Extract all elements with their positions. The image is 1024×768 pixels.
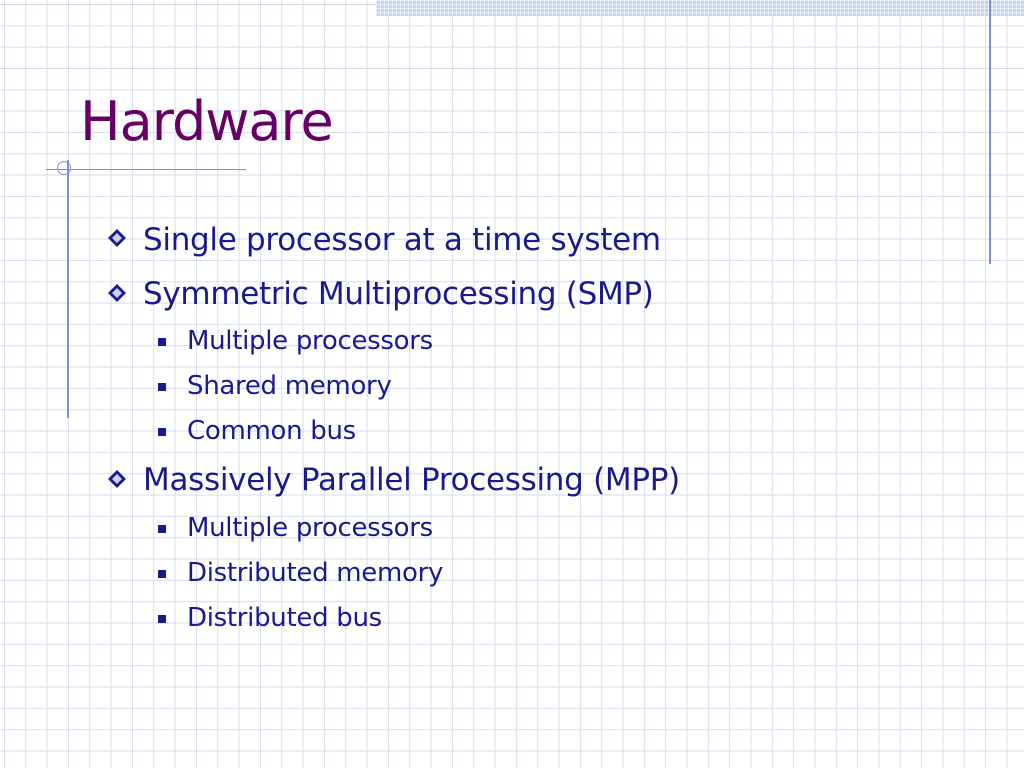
sub-bullet-item: Multiple processors bbox=[187, 326, 433, 356]
square-bullet-icon bbox=[158, 615, 166, 623]
square-bullet-icon bbox=[158, 570, 166, 578]
title-underline bbox=[46, 169, 246, 170]
corner-circle-ornament bbox=[57, 161, 71, 175]
left-decorative-line bbox=[67, 160, 69, 418]
diamond-bullet-icon bbox=[108, 470, 126, 488]
slide-title: Hardware bbox=[80, 90, 334, 153]
diamond-bullet-icon bbox=[108, 229, 126, 247]
sub-bullet-item: Common bus bbox=[187, 416, 356, 446]
bullet-item: Symmetric Multiprocessing (SMP) bbox=[143, 276, 654, 312]
bullet-item: Massively Parallel Processing (MPP) bbox=[143, 462, 680, 498]
diamond-bullet-icon bbox=[108, 284, 126, 302]
sub-bullet-item: Distributed memory bbox=[187, 558, 444, 588]
sub-bullet-item: Distributed bus bbox=[187, 603, 382, 633]
top-decorative-band bbox=[376, 0, 1024, 16]
sub-bullet-item: Multiple processors bbox=[187, 513, 433, 543]
sub-bullet-item: Shared memory bbox=[187, 371, 392, 401]
square-bullet-icon bbox=[158, 428, 166, 436]
bullet-item: Single processor at a time system bbox=[143, 222, 661, 258]
square-bullet-icon bbox=[158, 525, 166, 533]
right-decorative-line bbox=[989, 0, 991, 264]
square-bullet-icon bbox=[158, 338, 166, 346]
square-bullet-icon bbox=[158, 383, 166, 391]
